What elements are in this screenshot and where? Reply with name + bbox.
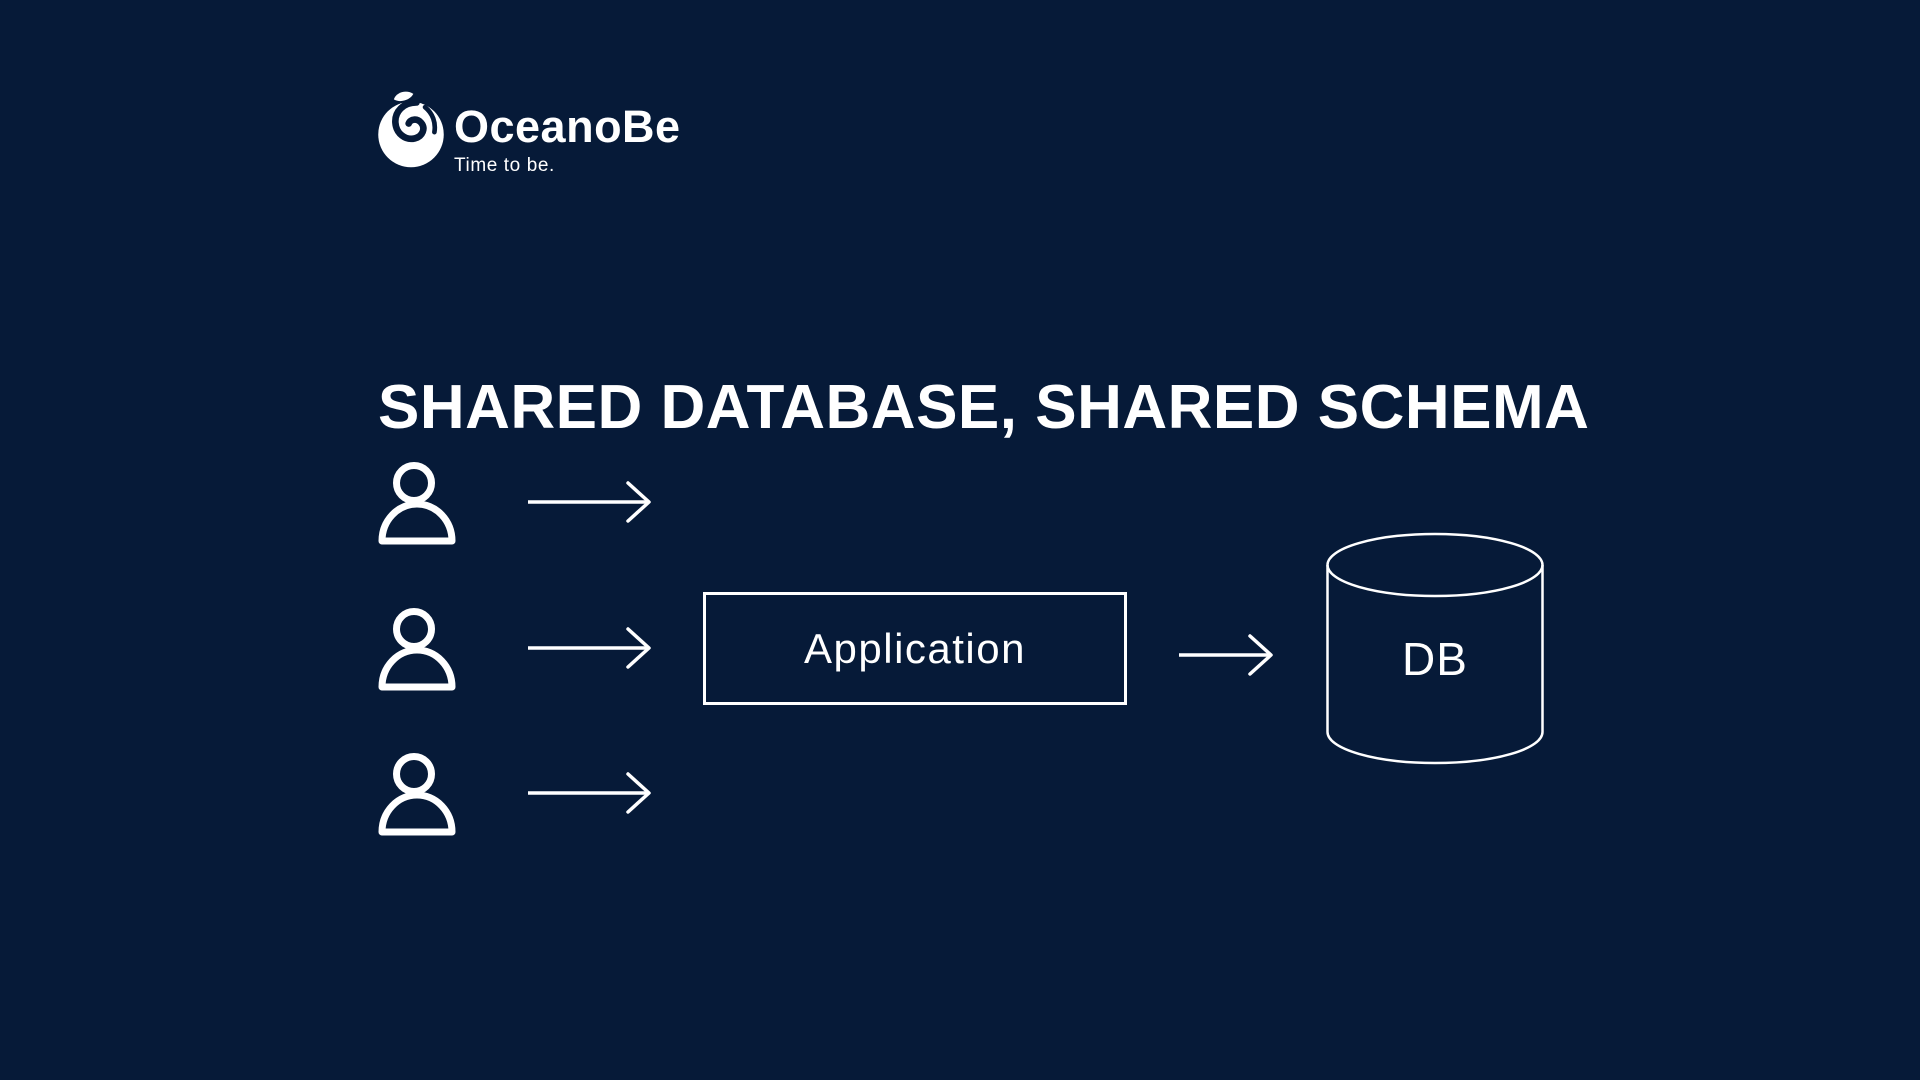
user-icon: [377, 605, 457, 691]
oceanobe-logo-icon: [378, 91, 444, 168]
brand-tagline: Time to be.: [454, 155, 555, 176]
user-icon: [377, 750, 457, 836]
brand-text: OceanoBe Time to be.: [454, 88, 681, 175]
user-icon: [377, 459, 457, 545]
application-node: Application: [703, 592, 1127, 705]
database-cylinder-icon: [1325, 532, 1545, 766]
right-arrow-icon: [527, 771, 653, 815]
application-label: Application: [804, 624, 1026, 672]
database-label: DB: [1402, 633, 1468, 685]
brand-name: OceanoBe: [454, 101, 681, 152]
right-arrow-icon: [1178, 633, 1275, 677]
brand-logo: OceanoBe Time to be.: [372, 88, 681, 175]
slide-title: SHARED DATABASE, SHARED SCHEMA: [378, 372, 1590, 442]
right-arrow-icon: [527, 626, 653, 670]
right-arrow-icon: [527, 480, 653, 524]
